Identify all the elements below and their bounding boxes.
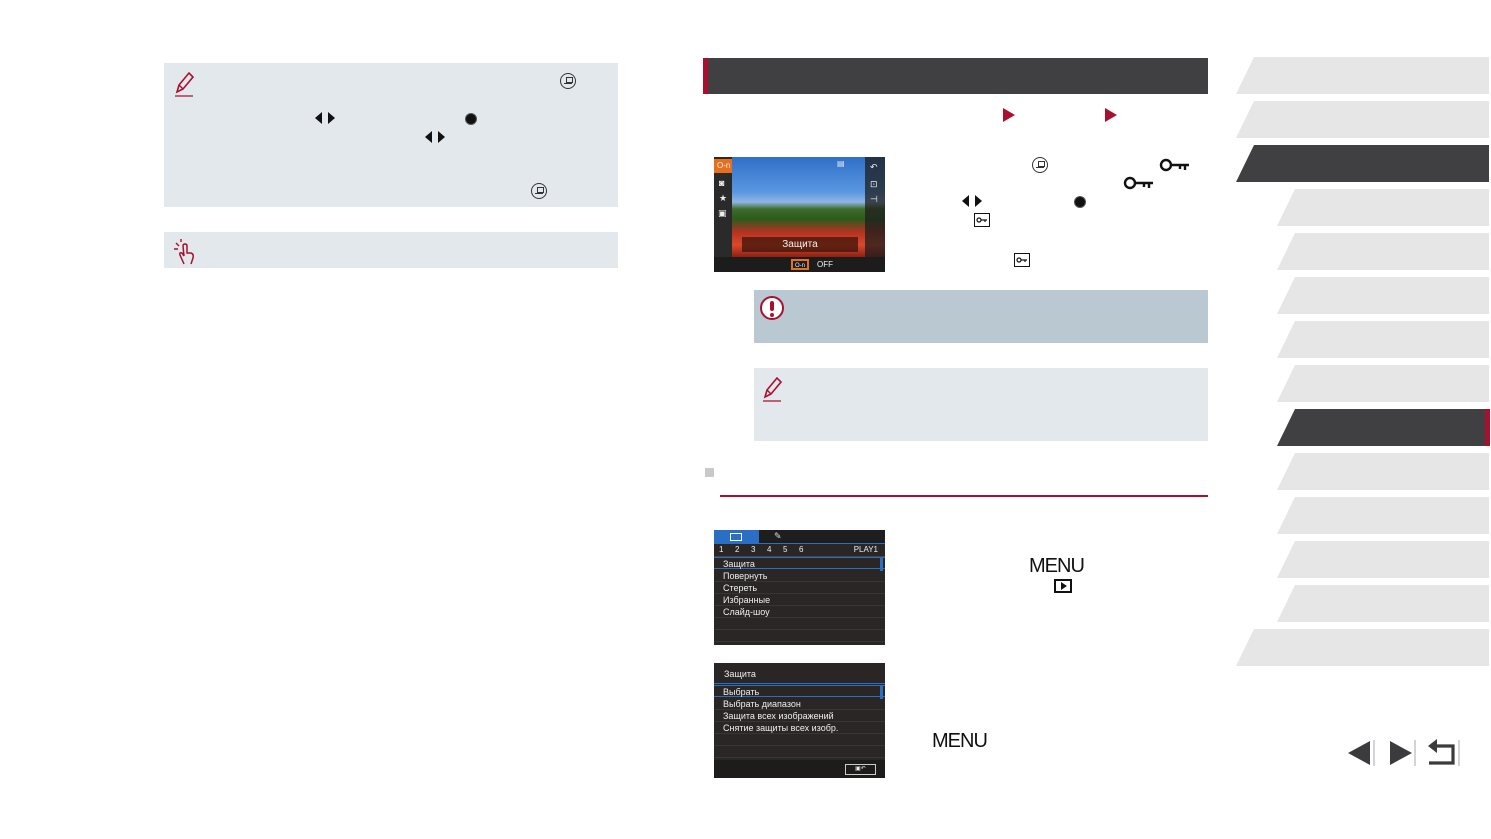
menu-back-hint: ▣↶ xyxy=(845,764,876,775)
chapter-tab[interactable] xyxy=(1236,57,1489,94)
menu-item: Слайд-шоу xyxy=(714,606,885,618)
func-set-button-icon xyxy=(531,183,547,199)
nav-arrow-icon xyxy=(1003,108,1015,122)
camera-key-option-selected xyxy=(791,259,809,270)
camera-caption: Защита xyxy=(742,237,858,252)
menu-item-empty xyxy=(714,618,885,630)
protect-menu-title-rule xyxy=(714,683,885,684)
chapter-tab[interactable] xyxy=(1236,101,1489,138)
note-box xyxy=(754,368,1208,441)
touch-operation-box xyxy=(164,232,618,268)
menu-item: Защита всех изображений xyxy=(714,710,885,722)
menu-button-label: MENU xyxy=(932,730,988,752)
protect-small-icon xyxy=(1014,253,1030,267)
menu-page-2: 2 xyxy=(735,545,740,554)
note-box xyxy=(164,63,618,207)
pencil-icon xyxy=(175,71,195,97)
subsection-rule xyxy=(720,495,1208,497)
chapter-tab[interactable] xyxy=(1277,497,1489,534)
previous-page-icon[interactable] xyxy=(1344,738,1376,768)
menu-page-label: PLAY1 xyxy=(853,545,878,554)
chapter-tab[interactable] xyxy=(1277,409,1489,446)
menu-button-label: MENU xyxy=(1029,555,1085,577)
chapter-tab[interactable] xyxy=(1277,585,1489,622)
menu-page-numbers: 1 2 3 4 5 6 PLAY1 xyxy=(714,543,885,557)
control-dial-icon xyxy=(465,113,477,125)
image-info-icon: ▤ xyxy=(837,159,845,168)
chapter-tab[interactable] xyxy=(1277,541,1489,578)
func-set-button-icon xyxy=(1032,157,1048,173)
rotate-icon: ◙ xyxy=(719,178,725,188)
left-right-arrows-icon xyxy=(425,131,445,143)
back-icon: ↶ xyxy=(870,162,878,172)
menu-page-5: 5 xyxy=(783,545,788,554)
menu-item: Снятие защиты всех изобр. xyxy=(714,722,885,734)
camera-right-icon-strip xyxy=(865,157,885,257)
menu-scrollbar xyxy=(880,557,883,571)
protect-menu-footer xyxy=(714,760,885,778)
camera-protect-screen: O-n ◙ ★ ▣ ↶ ⊡ ⊣ ▤ Защита O-n OFF xyxy=(714,157,885,272)
menu-page-4: 4 xyxy=(767,545,772,554)
touch-finger-icon xyxy=(174,239,194,265)
crop-icon: ⊣ xyxy=(870,194,878,204)
key-icon xyxy=(1123,176,1153,190)
menu-item-empty xyxy=(714,746,885,758)
chapter-tab[interactable] xyxy=(1277,189,1489,226)
protect-menu-screen: Защита Выбрать Выбрать диапазон Защита в… xyxy=(714,663,885,778)
menu-item-empty xyxy=(714,630,885,642)
menu-page-3: 3 xyxy=(751,545,756,554)
current-chapter-marker xyxy=(1485,409,1490,446)
chapter-tab[interactable] xyxy=(1277,277,1489,314)
camera-left-icon-strip xyxy=(714,157,732,257)
playback-menu-screen: ✎ 1 2 3 4 5 6 PLAY1 Защита Повернуть Сте… xyxy=(714,530,885,645)
playback-tab xyxy=(714,530,759,543)
resize-icon: ⊡ xyxy=(870,179,878,189)
menu-item: Избранные xyxy=(714,594,885,606)
section-accent xyxy=(703,58,708,94)
playback-tab-icon xyxy=(1054,579,1072,593)
return-icon[interactable] xyxy=(1423,738,1461,768)
menu-item: Повернуть xyxy=(714,570,885,582)
menu-item-empty xyxy=(714,734,885,746)
control-dial-icon xyxy=(1074,196,1086,208)
key-icon xyxy=(1159,158,1189,172)
left-right-arrows-icon xyxy=(315,112,335,124)
menu-page-1: 1 xyxy=(719,545,724,554)
subsection-marker xyxy=(705,468,714,477)
chapter-tab[interactable] xyxy=(1277,233,1489,270)
pencil-icon xyxy=(763,376,783,402)
next-page-icon[interactable] xyxy=(1384,738,1416,768)
caution-icon-dot xyxy=(770,313,774,317)
menu-item: Стереть xyxy=(714,582,885,594)
nav-arrow-icon xyxy=(1105,108,1117,122)
menu-tabs: ✎ xyxy=(714,530,885,543)
chapter-tab[interactable] xyxy=(1277,365,1489,402)
left-right-arrows-icon xyxy=(962,195,982,207)
chapter-tab[interactable] xyxy=(1236,145,1489,182)
chapter-tab[interactable] xyxy=(1277,321,1489,358)
star-icon: ★ xyxy=(719,193,728,203)
chapter-tab[interactable] xyxy=(1277,453,1489,490)
key-icon: O-n xyxy=(717,161,731,170)
camera-bottom-bar xyxy=(714,257,885,272)
camera-off-value: OFF xyxy=(817,260,833,269)
section-title-bar xyxy=(703,58,1208,94)
menu-page-6: 6 xyxy=(799,545,804,554)
menu-item: Выбрать диапазон xyxy=(714,698,885,710)
protect-small-icon xyxy=(974,213,990,227)
slideshow-icon: ▣ xyxy=(718,208,727,218)
menu-scrollbar xyxy=(880,685,883,699)
menu-item: Выбрать xyxy=(714,685,885,697)
func-set-button-icon xyxy=(560,73,576,89)
camera-selected-item xyxy=(714,159,732,173)
protect-menu-title: Защита xyxy=(724,669,756,679)
menu-item: Защита xyxy=(714,557,885,569)
chapter-tab[interactable] xyxy=(1236,629,1489,666)
warning-box xyxy=(754,290,1208,343)
key-icon: O-n xyxy=(795,263,806,269)
wrench-tab-icon: ✎ xyxy=(774,531,782,541)
